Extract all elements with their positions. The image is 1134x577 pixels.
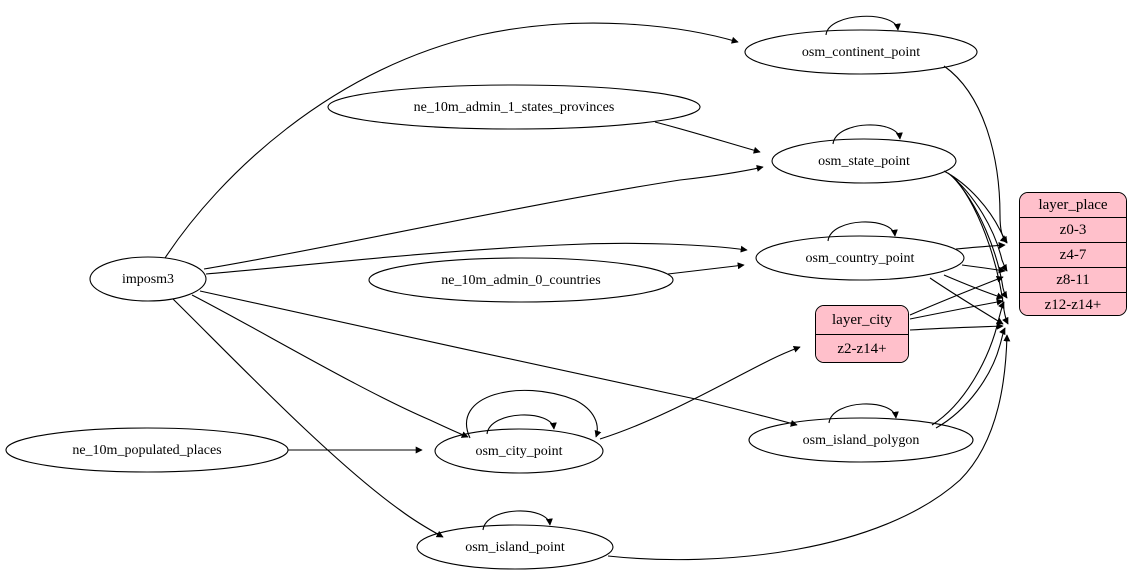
- edge-imposm3-to-osm-state-point: [203, 164, 764, 270]
- node-ne-10m-populated-places[interactable]: ne_10m_populated_places: [5, 427, 289, 473]
- node-label-osm-city-point: osm_city_point: [475, 444, 562, 459]
- record-row-layer-place-z4-7[interactable]: z4-7: [1020, 243, 1126, 268]
- edge-osm-island-point-to-layer-place-z12-z14: [607, 334, 1011, 561]
- edge-imposm3-to-osm-continent-point: [164, 22, 739, 259]
- record-node-layer-place[interactable]: layer_place z0-3 z4-7 z8-11 z12-z14+: [1019, 192, 1127, 316]
- edge-osm-country-point-to-layer-place-z12-z14: [929, 277, 1004, 325]
- edge-self-loop-osm-city-point: [486, 414, 557, 435]
- edge-ne-states-provinces-to-osm-state-point: [654, 121, 761, 154]
- node-label-osm-island-point: osm_island_point: [465, 540, 565, 555]
- edge-self-loop-osm-state-point: [832, 124, 903, 145]
- node-label-osm-continent-point: osm_continent_point: [802, 45, 920, 60]
- record-row-layer-city-z2-z14[interactable]: z2-z14+: [816, 335, 908, 362]
- node-label-osm-island-polygon: osm_island_polygon: [803, 433, 920, 448]
- edge-imposm3-to-osm-country-point: [205, 242, 748, 275]
- edge-layer-city-to-layer-place-z4-7: [909, 276, 1004, 316]
- node-label-osm-country-point: osm_country_point: [806, 251, 915, 266]
- edge-osm-country-point-to-layer-place-z0-3: [955, 241, 1006, 250]
- node-osm-island-point[interactable]: osm_island_point: [416, 524, 614, 570]
- edge-osm-country-point-to-layer-place-z8-11: [943, 274, 1004, 300]
- record-row-layer-place-z12-z14[interactable]: z12-z14+: [1020, 293, 1126, 315]
- node-ne-10m-admin-1-states-provinces[interactable]: ne_10m_admin_1_states_provinces: [327, 84, 701, 130]
- edge-self-loop-osm-island-point: [482, 510, 553, 531]
- node-label-ne-10m-admin-1-states-provinces: ne_10m_admin_1_states_provinces: [414, 100, 615, 115]
- edge-self-loop-osm-island-polygon: [828, 403, 899, 424]
- record-row-layer-place-title[interactable]: layer_place: [1020, 193, 1126, 218]
- edge-osm-island-polygon-to-layer-place-z8-11: [931, 301, 1005, 426]
- edge-osm-city-point-to-layer-city-z2-z14: [599, 345, 801, 440]
- edge-self-loop-osm-continent-point: [825, 15, 901, 36]
- record-node-layer-city[interactable]: layer_city z2-z14+: [815, 305, 909, 363]
- edge-osm-city-point-wide-loop: [466, 389, 602, 439]
- edge-imposm3-to-osm-island-point: [172, 298, 444, 538]
- edge-osm-state-point-to-layer-place-z0-3: [943, 170, 1008, 244]
- record-row-layer-city-title[interactable]: layer_city: [816, 306, 908, 335]
- edge-imposm3-to-osm-island-polygon: [199, 290, 798, 427]
- record-row-layer-place-z8-11[interactable]: z8-11: [1020, 268, 1126, 293]
- node-osm-continent-point[interactable]: osm_continent_point: [744, 29, 978, 75]
- node-osm-city-point[interactable]: osm_city_point: [434, 428, 604, 474]
- record-row-layer-place-z0-3[interactable]: z0-3: [1020, 218, 1126, 243]
- node-label-ne-10m-admin-0-countries: ne_10m_admin_0_countries: [441, 273, 600, 288]
- node-osm-country-point[interactable]: osm_country_point: [755, 235, 965, 281]
- edge-osm-state-point-to-layer-place-z4-7: [947, 172, 1008, 272]
- edge-imposm3-to-osm-city-point: [191, 294, 469, 438]
- node-osm-island-polygon[interactable]: osm_island_polygon: [748, 417, 974, 463]
- edge-osm-island-polygon-to-layer-place-z12-z14: [935, 327, 1006, 429]
- node-ne-10m-admin-0-countries[interactable]: ne_10m_admin_0_countries: [368, 257, 674, 303]
- node-label-ne-10m-populated-places: ne_10m_populated_places: [72, 443, 221, 458]
- edge-osm-country-point-to-layer-place-z4-7: [961, 264, 1006, 274]
- node-osm-state-point[interactable]: osm_state_point: [771, 138, 957, 184]
- edge-layer-city-to-layer-place-z12-z14: [909, 322, 1004, 331]
- node-label-osm-state-point: osm_state_point: [818, 154, 910, 169]
- edges-layer: [164, 15, 1011, 561]
- nodes-layer: imposm3 ne_10m_admin_1_states_provinces …: [5, 29, 978, 570]
- node-label-imposm3: imposm3: [122, 272, 174, 287]
- edge-ne-countries-to-osm-country-point: [667, 262, 745, 275]
- edge-osm-continent-point-to-layer-place-z0-3: [943, 65, 1008, 243]
- node-imposm3[interactable]: imposm3: [89, 256, 207, 302]
- edge-self-loop-osm-country-point: [827, 221, 898, 242]
- edge-layer-city-to-layer-place-z8-11: [909, 298, 1004, 320]
